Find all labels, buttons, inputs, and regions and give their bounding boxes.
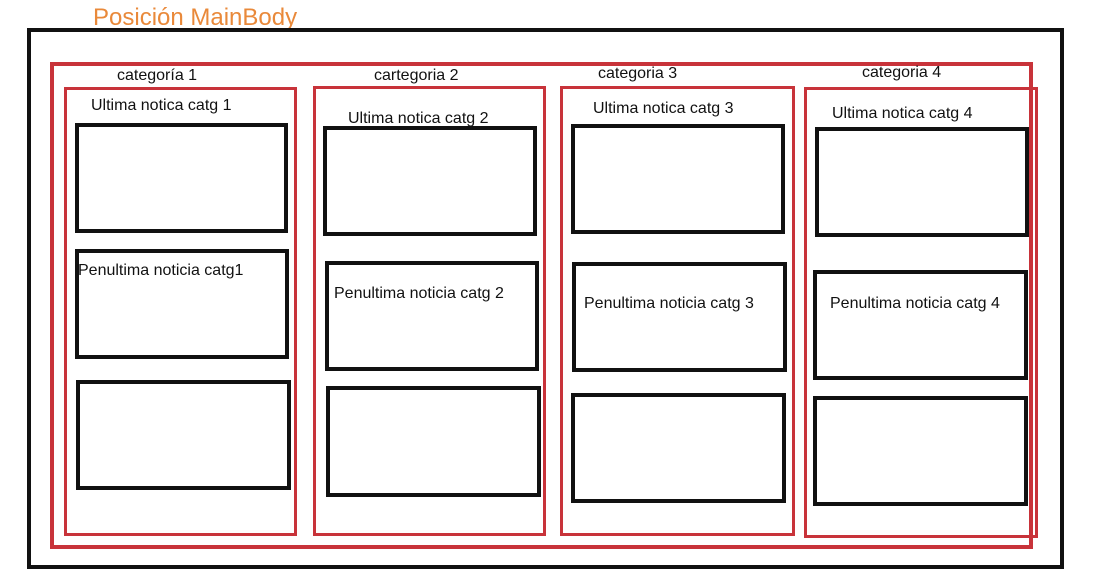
news-box-2-3 (326, 386, 541, 497)
category-column-1 (64, 87, 297, 536)
latest-news-box-3 (571, 124, 785, 234)
latest-news-box-4 (815, 127, 1029, 237)
penultimate-news-label-2: Penultima noticia catg 2 (334, 285, 504, 302)
penultimate-news-label-1: Penultima noticia catg1 (78, 262, 244, 279)
penultimate-news-box-1 (75, 249, 289, 359)
latest-news-label-4: Ultima notica catg 4 (832, 105, 973, 122)
penultimate-news-box-4 (813, 270, 1028, 380)
diagram-title: Posición MainBody (93, 4, 298, 31)
category-label-4: categoria 4 (862, 64, 942, 81)
categories-container (50, 62, 1033, 549)
latest-news-box-2 (323, 126, 537, 236)
category-column-3 (560, 86, 795, 536)
news-box-3-3 (571, 393, 786, 503)
category-label-1: categoría 1 (117, 67, 198, 84)
category-label-3: categoria 3 (598, 65, 678, 82)
news-box-4-3 (813, 396, 1028, 506)
latest-news-label-1: Ultima notica catg 1 (91, 97, 232, 114)
latest-news-label-2: Ultima notica catg 2 (348, 110, 489, 127)
penultimate-news-label-4: Penultima noticia catg 4 (830, 295, 1000, 312)
mainbody-frame (27, 28, 1064, 569)
latest-news-label-3: Ultima notica catg 3 (593, 100, 734, 117)
category-column-2 (313, 86, 546, 536)
category-label-2: cartegoria 2 (374, 67, 459, 84)
penultimate-news-box-3 (572, 262, 787, 372)
penultimate-news-label-3: Penultima noticia catg 3 (584, 295, 754, 312)
penultimate-news-box-2 (325, 261, 539, 371)
category-column-4 (804, 87, 1038, 538)
latest-news-box-1 (75, 123, 288, 233)
news-box-1-3 (76, 380, 291, 490)
